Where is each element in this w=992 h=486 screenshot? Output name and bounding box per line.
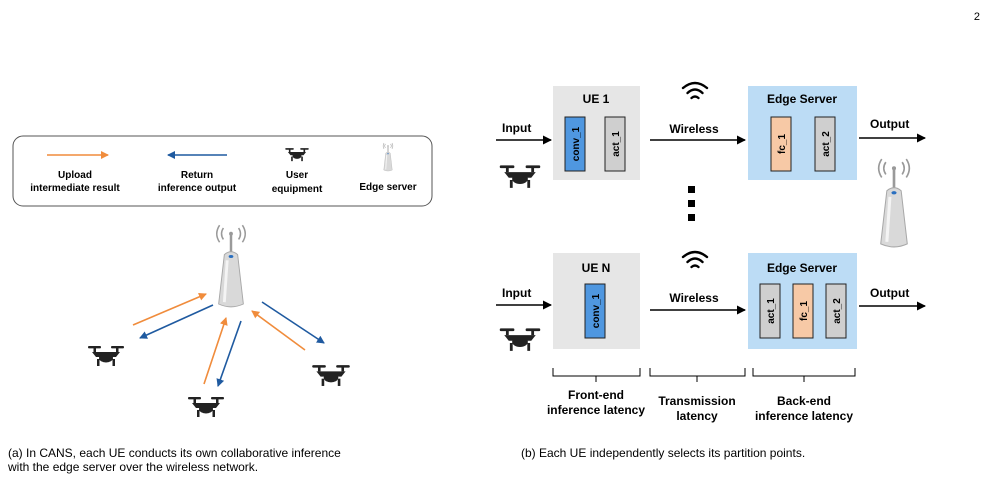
row2-server-layer-2-label: fc_1	[799, 301, 810, 321]
transmission-label-line1: Transmission	[658, 394, 735, 408]
drone-icon-right	[312, 365, 350, 386]
row1-server-layer-2-label: act_2	[821, 131, 832, 157]
row2-server-layer-2	[792, 283, 814, 339]
row2-ue-title: UE N	[582, 261, 611, 275]
row1-ue-layer-1	[564, 116, 586, 172]
row1-ue-title: UE 1	[583, 92, 610, 106]
legend-box	[12, 135, 433, 207]
row1-ue-layer-2	[604, 116, 626, 172]
row1-drone-icon	[499, 165, 541, 188]
return-arrow-right	[261, 301, 325, 344]
row2-server-layer-3	[825, 283, 847, 339]
legend-edge-server-label: Edge server	[359, 182, 416, 193]
row2-server-layer-1-label: act_1	[766, 298, 777, 324]
row2-wireless-label: Wireless	[669, 291, 719, 305]
row1-input-label: Input	[502, 121, 531, 135]
row2-wifi-icon	[681, 250, 709, 269]
caption-a-line2: with the edge server over the wireless n…	[7, 460, 258, 474]
caption-b: (b) Each UE independently selects its pa…	[521, 446, 805, 460]
legend-return-label-line2: inference output	[158, 183, 237, 194]
row1-server-title: Edge Server	[767, 92, 837, 106]
front-end-brace	[552, 368, 641, 382]
row1-server-box	[748, 86, 857, 180]
row2-ue-layer-1	[584, 283, 606, 339]
row2-output-label: Output	[870, 286, 909, 300]
server-antenna-tower-icon	[877, 157, 911, 249]
back-end-brace	[752, 368, 856, 382]
row2-server-layer-1	[759, 283, 781, 339]
legend-return-label-line1: Return	[181, 170, 213, 181]
legend-user-label-line2: equipment	[272, 184, 323, 195]
transmission-label-line2: latency	[676, 409, 718, 423]
row1-server-layer-1	[770, 116, 792, 172]
back-end-label-line1: Back-end	[777, 394, 831, 408]
row1-output-label: Output	[870, 117, 909, 131]
row1-ue-layer-1-label: conv_1	[571, 126, 582, 161]
drone-icon-left	[88, 346, 124, 366]
row1-wifi-icon	[681, 81, 709, 100]
antenna-tower-icon	[215, 223, 247, 309]
legend-upload-label-line2: intermediate result	[30, 183, 120, 194]
caption-a-line1: (a) In CANS, each UE conducts its own co…	[8, 446, 341, 460]
row2-input-label: Input	[502, 286, 531, 300]
row1-wireless-label: Wireless	[669, 122, 719, 136]
legend-upload-label-line1: Upload	[58, 170, 92, 181]
row2-drone-icon	[499, 328, 541, 351]
transmission-brace	[649, 368, 746, 382]
return-arrow-bottom	[216, 320, 242, 387]
front-end-label-line2: inference latency	[547, 403, 645, 417]
legend-user-label-line1: User	[286, 170, 308, 181]
drone-icon-bottom	[188, 397, 224, 417]
back-end-label-line2: inference latency	[755, 409, 853, 423]
front-end-label-line1: Front-end	[568, 388, 624, 402]
upload-arrow-right	[251, 310, 306, 351]
page-number: 2	[974, 11, 980, 23]
upload-arrow-bottom	[203, 317, 228, 385]
row1-server-layer-2	[814, 116, 836, 172]
vertical-ellipsis-icon	[688, 186, 695, 221]
row1-ue-layer-2-label: act_1	[611, 131, 622, 157]
upload-arrow-left	[132, 293, 207, 326]
return-arrow-left	[139, 304, 214, 339]
row2-server-layer-3-label: act_2	[832, 298, 843, 324]
row2-ue-layer-1-label: conv_1	[591, 293, 602, 328]
row1-server-layer-1-label: fc_1	[777, 134, 788, 154]
row2-server-title: Edge Server	[767, 261, 837, 275]
